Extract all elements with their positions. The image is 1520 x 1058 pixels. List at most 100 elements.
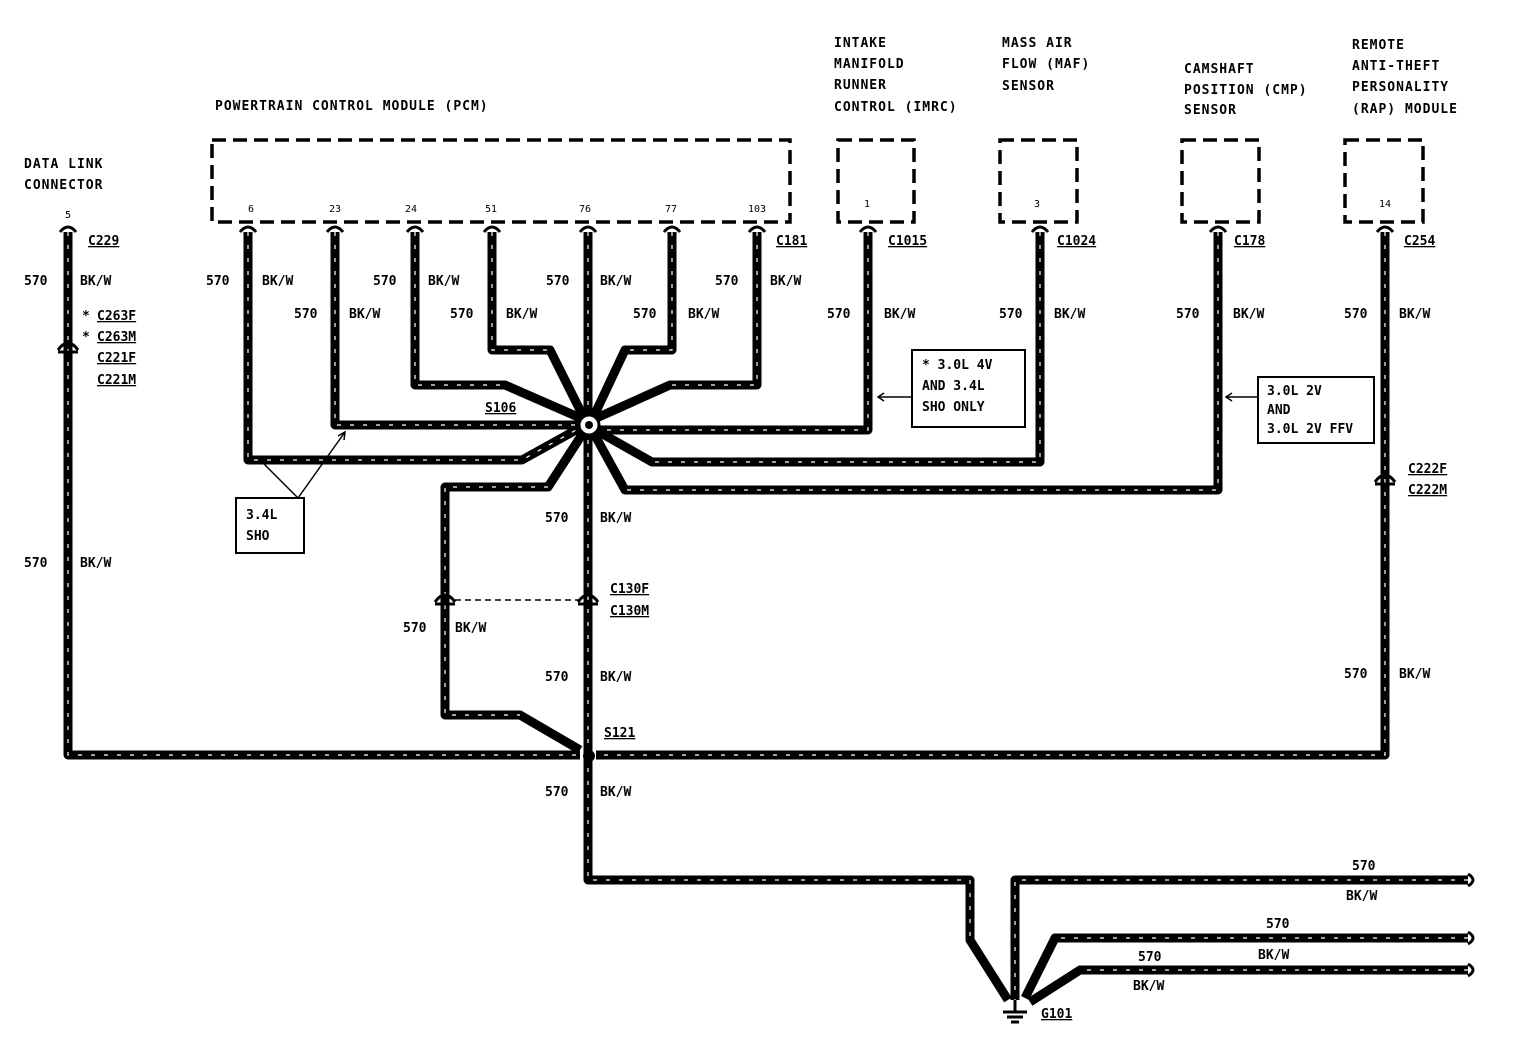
rap-title-line3: PERSONALITY (1352, 80, 1449, 95)
wire-c130-branch (440, 427, 589, 754)
wire-color: BK/W (80, 556, 111, 571)
wire-color: BK/W (884, 307, 915, 322)
wire-color: BK/W (349, 307, 380, 322)
cmp-box (1180, 138, 1261, 224)
wire-color: BK/W (1346, 889, 1377, 904)
wire-pcm-24 (410, 232, 587, 425)
wire-color: BK/W (688, 307, 719, 322)
ecu-note-box (911, 349, 1026, 428)
wire-num: 570 (827, 307, 851, 322)
imrc-box (836, 138, 916, 224)
wire-num: 570 (1138, 950, 1162, 965)
connector-c222m: C222M (1408, 483, 1447, 498)
connector-c130f: C130F (610, 582, 649, 597)
imrc-title-line1: INTAKE (834, 36, 887, 51)
cmp-title-line2: POSITION (CMP) (1184, 83, 1308, 98)
wire-pcm-77 (587, 232, 677, 422)
pcm-pin-24: 24 (405, 204, 417, 215)
pcm-pin-103: 103 (748, 204, 766, 215)
wire-num: 570 (546, 274, 570, 289)
wire-color: BK/W (262, 274, 293, 289)
pcm-pin-51: 51 (485, 204, 497, 215)
wire-pcm-51 (487, 232, 590, 423)
wire-color: BK/W (1399, 307, 1430, 322)
wire-num: 570 (545, 785, 569, 800)
asterisk-2: * (82, 330, 90, 345)
wire-color: BK/W (506, 307, 537, 322)
ffv-note-line2: AND (1267, 403, 1291, 418)
maf-title-line1: MASS AIR (1002, 36, 1073, 51)
wire-color: BK/W (600, 670, 631, 685)
maf-box (998, 138, 1079, 224)
connector-c254: C254 (1404, 234, 1435, 249)
connector-c1015: C1015 (888, 234, 927, 249)
connector-c221f: C221F (97, 351, 136, 366)
wire-num: 570 (1344, 667, 1368, 682)
wire-num: 570 (1176, 307, 1200, 322)
connector-c263m: C263M (97, 330, 136, 345)
cmp-title-line3: SENSOR (1184, 103, 1237, 118)
wire-cmp (588, 232, 1223, 495)
wire-color: BK/W (1399, 667, 1430, 682)
pcm-pin-77: 77 (665, 204, 677, 215)
wire-color: BK/W (770, 274, 801, 289)
wire-color: BK/W (1054, 307, 1085, 322)
splice-s106-label: S106 (485, 401, 516, 416)
wire-num: 570 (1352, 859, 1376, 874)
wire-num: 570 (1266, 917, 1290, 932)
rap-title-line2: ANTI-THEFT (1352, 59, 1440, 74)
wire-color: BK/W (1233, 307, 1264, 322)
wire-labels: 570 BK/W 570 BK/W 570 BK/W 570 BK/W 570 … (24, 274, 1430, 994)
maf-title-line3: SENSOR (1002, 79, 1055, 94)
pcm-pin-76: 76 (579, 204, 591, 215)
ffv-note-line3: 3.0L 2V FFV (1267, 422, 1353, 437)
connector-c229: C229 (88, 234, 119, 249)
wire-num: 570 (545, 511, 569, 526)
sho-note-line2: SHO (246, 529, 270, 544)
wire-maf (589, 232, 1045, 467)
ecu-note-line1: * 3.0L 4V (922, 358, 993, 373)
wire-color: BK/W (600, 785, 631, 800)
wire-color: BK/W (428, 274, 459, 289)
connector-c222f: C222F (1408, 462, 1447, 477)
rap-box (1343, 138, 1425, 224)
wire-num: 570 (450, 307, 474, 322)
wire-ground-branch-3 (1027, 965, 1468, 1006)
wire-num: 570 (294, 307, 318, 322)
connector-c263f: C263F (97, 309, 136, 324)
ffv-note-box (1257, 376, 1375, 444)
wire-num: 570 (1344, 307, 1368, 322)
dlc-title-line1: DATA LINK (24, 157, 103, 172)
wire-num: 570 (999, 307, 1023, 322)
rap-title-line1: REMOTE (1352, 38, 1405, 53)
rap-pin: 14 (1379, 199, 1391, 210)
wire-num: 570 (206, 274, 230, 289)
wire-dlc (63, 232, 580, 760)
pcm-box (210, 138, 792, 224)
connector-c181: C181 (776, 234, 807, 249)
wire-color: BK/W (600, 274, 631, 289)
imrc-title-line4: CONTROL (IMRC) (834, 100, 958, 115)
asterisk-1: * (82, 309, 90, 324)
connector-caps (56, 225, 1475, 978)
splice-s121 (583, 750, 595, 762)
wire-num: 570 (373, 274, 397, 289)
wire-num: 570 (24, 274, 48, 289)
note-arrows (259, 392, 1258, 499)
sho-note-line1: 3.4L (246, 508, 277, 523)
imrc-title-line2: MANIFOLD (834, 57, 905, 72)
ecu-note-line3: SHO ONLY (922, 400, 985, 415)
ffv-note-line1: 3.0L 2V (1267, 384, 1322, 399)
wire-num: 570 (715, 274, 739, 289)
ground-symbol (1003, 1000, 1027, 1024)
maf-title-line2: FLOW (MAF) (1002, 57, 1090, 72)
ground-g101-label: G101 (1041, 1007, 1072, 1022)
wire-num: 570 (545, 670, 569, 685)
rap-title-line4: (RAP) MODULE (1352, 102, 1458, 117)
maf-pin: 3 (1034, 199, 1040, 210)
pcm-pin-23: 23 (329, 204, 341, 215)
connector-c1024: C1024 (1057, 234, 1096, 249)
wire-ground-branch-2 (1020, 933, 1468, 1001)
ecu-note-line2: AND 3.4L (922, 379, 985, 394)
